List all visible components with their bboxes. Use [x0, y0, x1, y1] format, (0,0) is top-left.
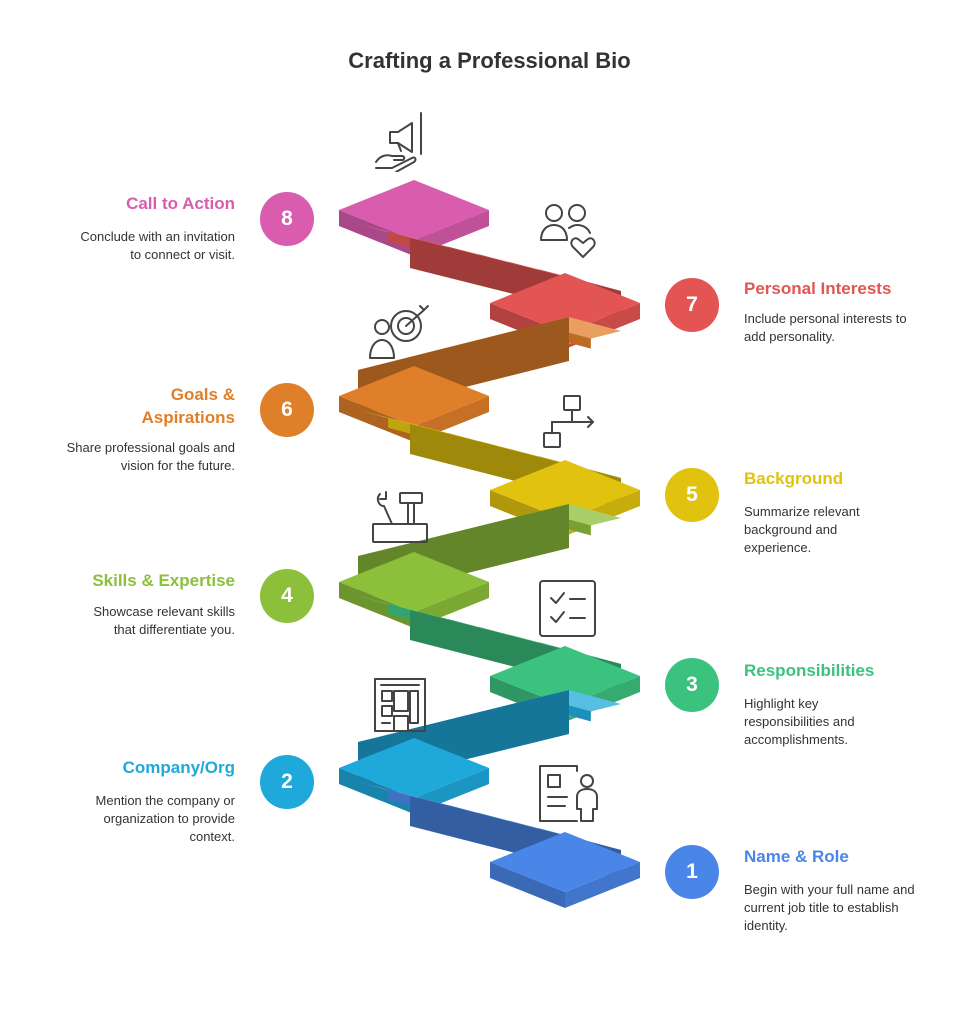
- platform-3-top: [490, 646, 640, 706]
- step-6-number-badge: 6: [260, 383, 314, 437]
- building-icon: [370, 676, 430, 736]
- platform-6-left-side: [339, 396, 414, 442]
- platform-8-top: [339, 180, 489, 240]
- platform-2-top: [339, 738, 489, 798]
- step-3-title: Responsibilities: [744, 661, 875, 680]
- flowchart-icon: [537, 393, 599, 453]
- platform-1-right-side: [565, 862, 640, 908]
- step-4-description: Showcase relevant skills that differenti…: [93, 604, 235, 637]
- step-8-description: Conclude with an invitation to connect o…: [80, 229, 235, 262]
- step-6-title: Goals & Aspirations: [141, 385, 235, 427]
- step-1-title: Name & Role: [744, 847, 849, 866]
- step-8-number-badge: 8: [260, 192, 314, 246]
- step-1-number-badge: 1: [665, 845, 719, 899]
- step-5-title: Background: [744, 469, 844, 488]
- step-4-title: Skills & Expertise: [92, 571, 235, 590]
- step-6-description: Share professional goals and vision for …: [66, 440, 235, 473]
- platform-1-top: [490, 832, 640, 892]
- platform-2-left-side: [339, 768, 414, 814]
- step-5-description: Summarize relevant background and experi…: [744, 504, 860, 555]
- step-4-number-badge: 4: [260, 569, 314, 623]
- step-8-title: Call to Action: [126, 194, 235, 213]
- people-heart-icon: [538, 200, 600, 262]
- platform-4-left-side: [339, 582, 414, 628]
- platform-1-left-side: [490, 862, 565, 908]
- platform-5-top: [490, 460, 640, 520]
- megaphone-hand-icon: [372, 110, 432, 172]
- checklist-icon: [537, 578, 599, 638]
- step-2-number-badge: 2: [260, 755, 314, 809]
- platform-4-top: [339, 552, 489, 612]
- step-7-number-badge: 7: [665, 278, 719, 332]
- person-target-icon: [368, 302, 432, 362]
- step-7-description: Include personal interests to add person…: [744, 311, 907, 344]
- step-5-number-badge: 5: [665, 468, 719, 522]
- platform-7-top: [490, 273, 640, 333]
- step-1-description: Begin with your full name and current jo…: [744, 882, 915, 933]
- id-card-person-icon: [537, 763, 601, 825]
- step-3-number-badge: 3: [665, 658, 719, 712]
- step-2-description: Mention the company or organization to p…: [95, 793, 235, 844]
- step-7-title: Personal Interests: [744, 279, 892, 298]
- toolbox-icon: [370, 488, 432, 548]
- step-3-description: Highlight key responsibilities and accom…: [744, 696, 855, 747]
- page-title: Crafting a Professional Bio: [348, 48, 631, 73]
- platform-6-top: [339, 366, 489, 426]
- step-2-title: Company/Org: [122, 758, 235, 777]
- platform-8-left-side: [339, 210, 414, 256]
